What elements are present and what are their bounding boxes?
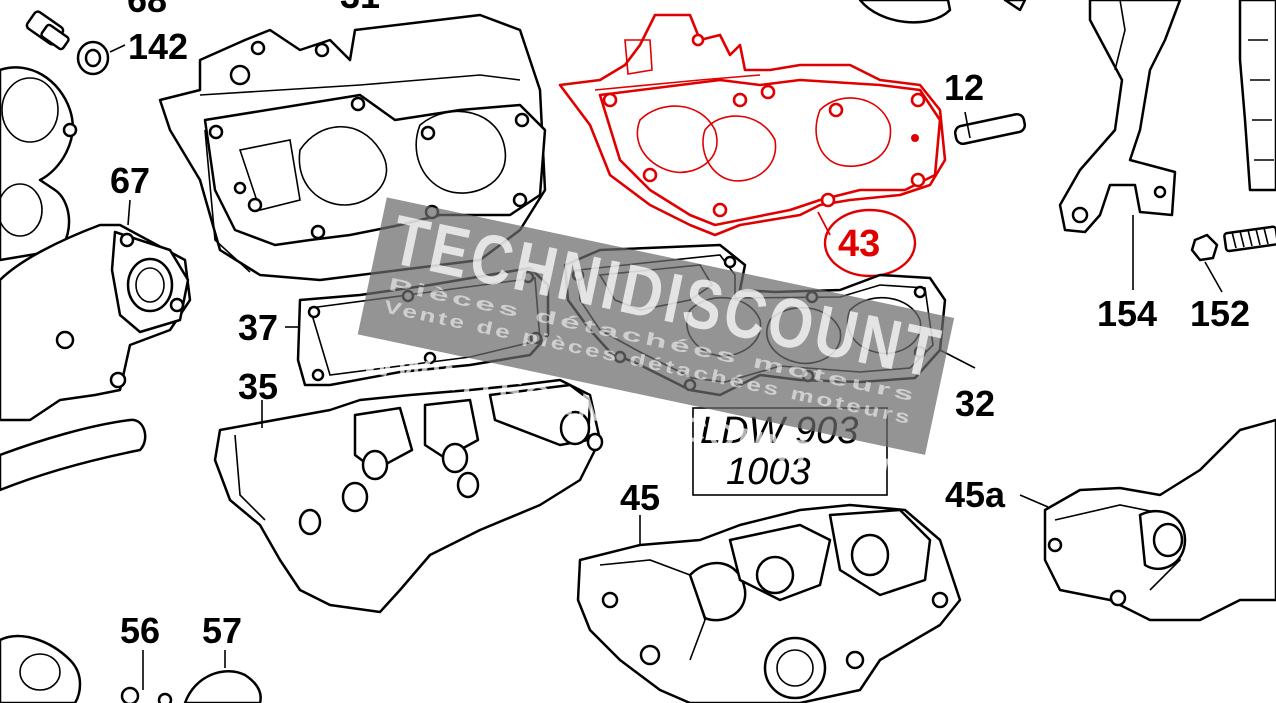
part-43-callout: 43: [817, 208, 917, 278]
part-152-screw: [1190, 225, 1276, 262]
part-43-intake-manifold-highlighted: [558, 13, 947, 237]
label-154: 154: [1097, 293, 1157, 334]
watermark-banner: [357, 197, 955, 455]
part-56-fastener: [120, 686, 173, 703]
label-12: 12: [944, 67, 984, 108]
top-elbow-fragment: [858, 0, 952, 24]
top-right-part-fragment: [1003, 0, 1276, 192]
label-37: 37: [238, 307, 278, 348]
label-45: 45: [620, 477, 660, 518]
part-154-bracket: [1058, 0, 1182, 234]
coolant-hose: [0, 418, 147, 492]
label-35: 35: [238, 366, 278, 407]
left-housing: [0, 66, 78, 262]
label-142: 142: [128, 26, 188, 67]
part-68-bolt: [25, 10, 70, 51]
bottom-left-housing: [0, 634, 82, 703]
part-45-manifold: [576, 503, 962, 703]
part-57-cap: [183, 670, 262, 703]
watermark: TECHNIDISCOUNT Pièces détachées moteurs …: [357, 197, 955, 495]
label-56: 56: [120, 610, 160, 651]
part-12-stud: [953, 111, 1027, 146]
label-31: 31: [340, 0, 380, 16]
label-152: 152: [1190, 293, 1250, 334]
part-142-washer: [76, 40, 110, 76]
part-67-flange: [0, 223, 192, 422]
label-32: 32: [955, 383, 995, 424]
label-68: 68: [127, 0, 167, 20]
model-line-2: 1003: [726, 451, 811, 493]
part-35-manifold: [213, 378, 604, 614]
part-45a-elbow: [1043, 418, 1276, 622]
label-45a: 45a: [945, 474, 1006, 515]
label-57: 57: [202, 610, 242, 651]
label-67: 67: [110, 160, 150, 201]
label-43: 43: [838, 223, 880, 265]
